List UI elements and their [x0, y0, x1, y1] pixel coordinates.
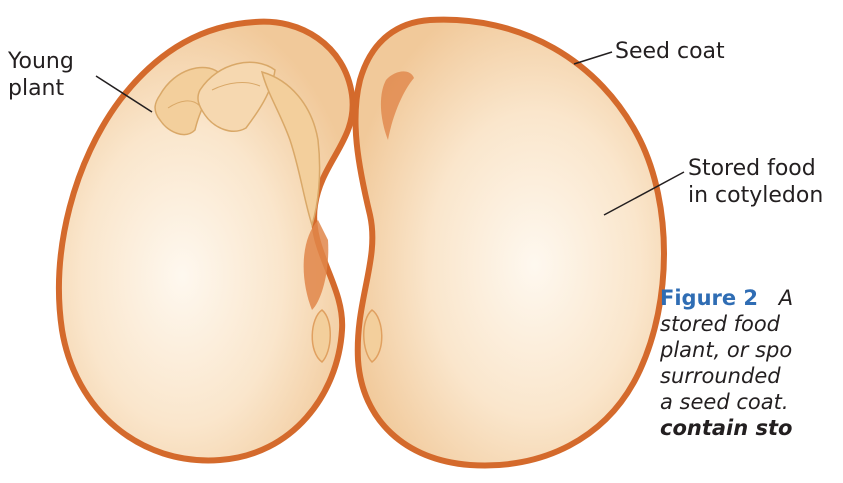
seed-coat-label: Seed coat [615, 38, 725, 65]
caption-line-6: contain sto [660, 415, 843, 441]
figure-caption: Figure 2 A stored food plant, or spo sur… [660, 285, 843, 483]
stored-food-label-line-2: in cotyledon [688, 182, 823, 209]
figure-number: Figure 2 [660, 286, 758, 310]
stored-food-label: Stored food in cotyledon [688, 155, 823, 209]
caption-line-3: plant, or spo [660, 337, 843, 363]
seed-coat-leader-line [574, 52, 612, 64]
caption-line-1: Figure 2 A [660, 285, 843, 311]
caption-line-1-text: A [779, 286, 793, 310]
caption-line-4: surrounded [660, 363, 843, 389]
caption-line-2: stored food [660, 311, 843, 337]
caption-line-5: a seed coat. [660, 389, 843, 415]
stored-food-label-line-1: Stored food [688, 155, 823, 182]
young-plant-label-line-2: plant [8, 75, 74, 102]
young-plant-label-line-1: Young [8, 48, 74, 75]
young-plant-label: Young plant [8, 48, 74, 102]
